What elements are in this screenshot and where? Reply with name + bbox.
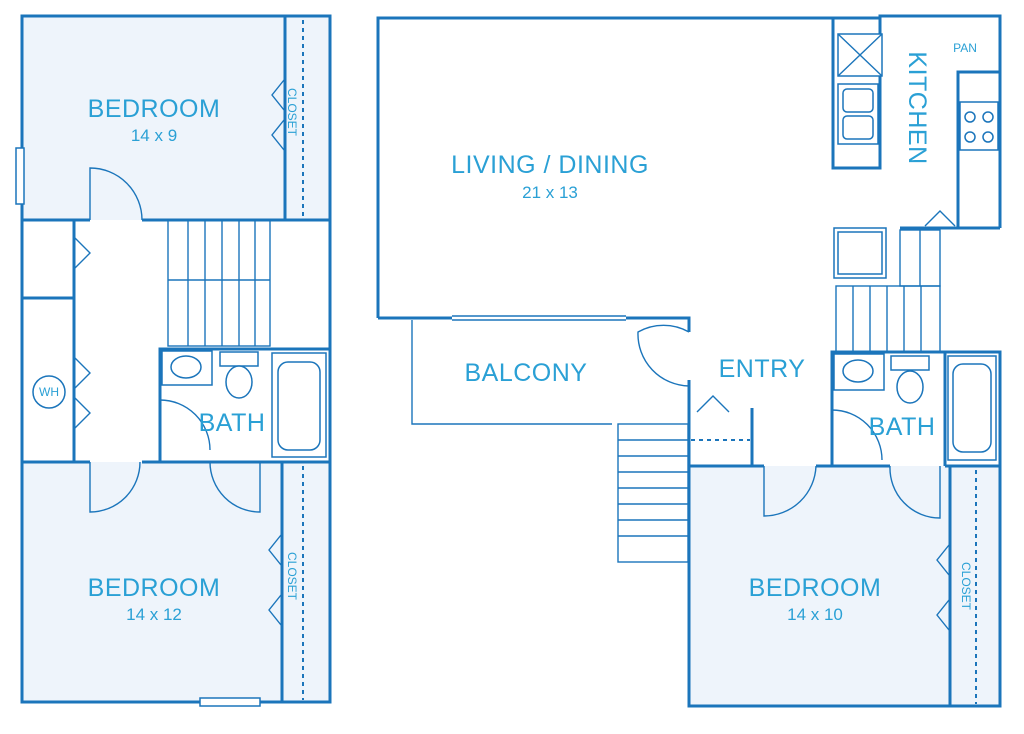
closet-bottom-label: CLOSET [285,552,299,601]
living-dining-size: 21 x 13 [522,183,578,202]
closet-bottom-door-2 [268,594,282,626]
kitchen-counter-wall [831,18,882,170]
bedroom-bottom-door [89,461,141,513]
pantry-label: PAN [953,41,977,55]
closet-top-label: CLOSET [285,88,299,137]
main-stairs [835,229,941,353]
main-bath [830,350,1002,466]
living-dining-label: LIVING / DINING [451,151,649,179]
bedroom-bottom-size: 14 x 12 [126,605,182,624]
toilet-tank-icon [219,351,259,367]
bedroom-top-fill [22,16,330,220]
main-bath-door [831,409,883,461]
toilet-icon [225,365,253,399]
bedroom-bottom-door-2 [209,461,261,513]
bedroom-top-door [89,167,143,221]
window-bottom [199,697,261,707]
burner-icon-3 [964,131,976,143]
main-bedroom-fill [689,466,1000,706]
kitchen-sink-basin-2 [842,115,874,140]
main-bedroom-door [763,465,817,517]
bathtub-inner [277,361,321,451]
entry-door [637,324,690,387]
upper-floor-plan: BEDROOM 14 x 9 BEDROOM 14 x 12 BATH WH C… [15,14,332,707]
bath-door [159,399,211,451]
water-heater-label: WH [39,385,59,399]
entry-label: ENTRY [719,355,806,383]
closet-bottom-door [268,534,282,566]
living-entry-wall [626,316,691,332]
pantry-wall [956,70,1000,228]
bedroom-top-size: 14 x 9 [131,126,177,145]
upper-bath [158,347,332,464]
window-left [15,147,25,205]
main-bath-label: BATH [869,413,936,441]
water-heater-icon [32,375,66,409]
washer-inner [837,231,883,275]
main-toilet-tank-icon [890,355,930,371]
main-bathtub-inner [952,363,992,453]
balcony-label: BALCONY [465,359,588,387]
sink-icon [170,355,202,379]
main-bedroom-label: BEDROOM [749,574,882,602]
main-bedroom-size: 14 x 10 [787,605,843,624]
upper-stairs [167,219,271,347]
burner-icon-4 [982,131,994,143]
hall-closet-door-3 [74,397,91,429]
main-floor-plan: LIVING / DINING 21 x 13 KITCHEN PAN BALC… [376,14,1002,708]
bedroom-bottom-label: BEDROOM [88,574,221,602]
closet-top-door-2 [271,119,285,151]
main-bedroom-wall [687,464,1002,708]
main-closet-door [936,544,950,576]
kitchen-sink-basin [842,88,874,113]
hall-closet-door-2 [74,357,91,389]
living-dining-wall [376,14,1002,318]
bedroom-bottom-fill [22,462,330,702]
dishwasher-x-2 [837,33,883,77]
main-closet-door-2 [936,599,950,631]
main-closet-label: CLOSET [959,562,973,611]
bedroom-top-label: BEDROOM [88,95,221,123]
burner-icon-2 [982,111,994,123]
entry-closet-door [696,395,730,413]
burner-icon [964,111,976,123]
main-sink-icon [842,359,874,383]
exterior-stairs [617,423,689,563]
stove-icon [959,101,999,151]
upper-bath-label: BATH [199,409,266,437]
balcony-railing [411,320,612,425]
main-bath-entry-door [889,465,941,519]
kitchen-label: KITCHEN [903,51,931,164]
main-toilet-icon [896,370,924,404]
closet-top-door [271,79,285,111]
pantry-door [924,210,956,227]
hall-closet-door [74,237,91,269]
